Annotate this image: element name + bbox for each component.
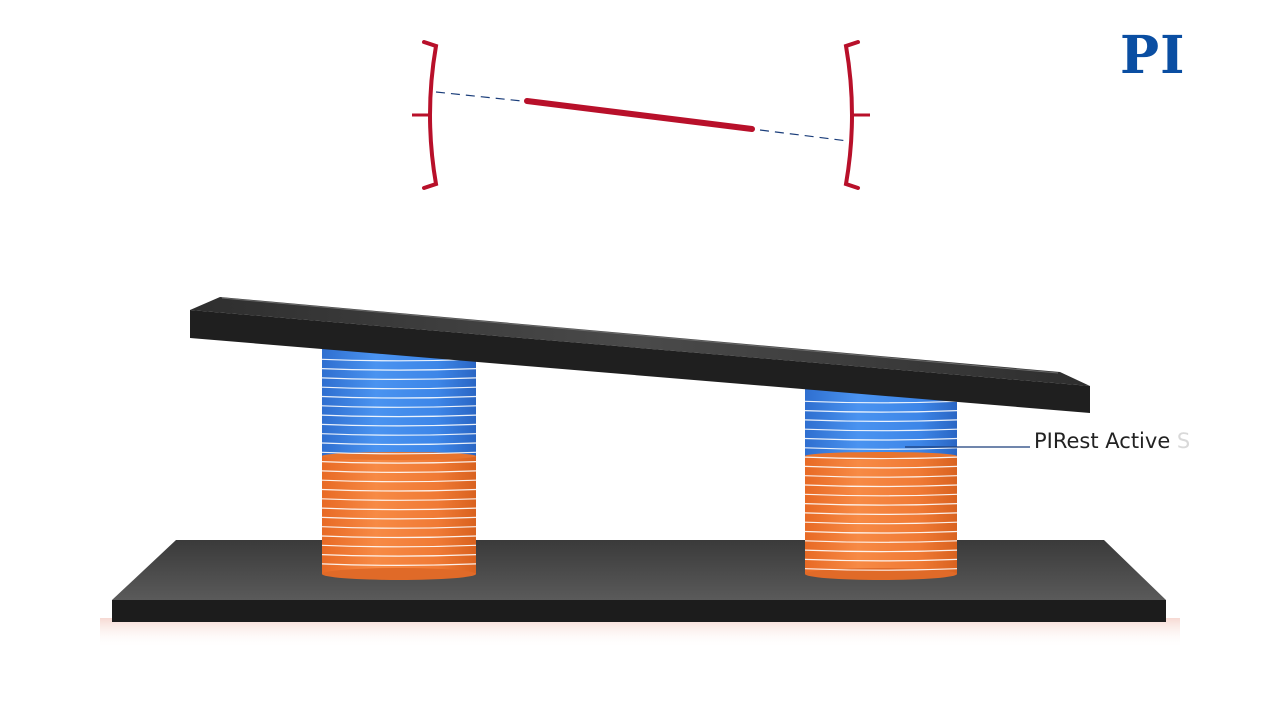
dashed-guide-right	[759, 129, 849, 142]
stack-ring-line	[321, 433, 477, 436]
stack-ring-line	[804, 558, 958, 562]
floor-glow	[100, 618, 1180, 648]
stack-ring-line	[321, 442, 477, 446]
stack-ring-line	[804, 428, 958, 432]
stack-ring-line	[804, 475, 958, 478]
dashed-guide-left	[435, 91, 523, 102]
stack-ring-line	[804, 419, 958, 422]
stack-ring-line	[321, 461, 477, 464]
stack-ring-line	[804, 512, 958, 515]
stack-ring-line	[804, 410, 958, 413]
stack-ring-line	[804, 530, 958, 534]
stack-ring-line	[321, 535, 477, 539]
stack-ring-line	[804, 568, 958, 571]
stack-ring-line	[321, 377, 477, 380]
stack-ring-line	[321, 544, 477, 548]
callout-label-fade: S	[1170, 429, 1191, 453]
stack-ring-line	[321, 423, 477, 427]
stack-ring-line	[321, 498, 477, 501]
stack-ring-line	[321, 368, 477, 371]
stack-ring-line	[321, 386, 477, 390]
stack-ring-line	[321, 470, 477, 473]
stack-ring-line	[804, 493, 958, 497]
stack-ring-line	[804, 456, 958, 460]
stack-ring-line	[321, 526, 477, 529]
stack-ring-line	[321, 563, 477, 566]
actuator-stack-left	[321, 348, 477, 580]
stack-ring-line	[804, 484, 958, 488]
stack-ring-line	[804, 437, 958, 441]
stack-ring-line	[321, 554, 477, 557]
tilt-needle	[524, 98, 755, 132]
stack-ring-line	[804, 540, 958, 543]
callout-label: PIRest Active S	[1034, 429, 1190, 453]
stack-ring-line	[321, 507, 477, 511]
stack-ring-line	[804, 503, 958, 506]
stack-ring-line	[321, 405, 477, 408]
stack-ring-line	[321, 479, 477, 483]
tilted-plate	[190, 297, 1090, 413]
stack-ring-line	[804, 549, 958, 553]
base-plate	[112, 540, 1166, 622]
stack-ring-line	[804, 447, 958, 450]
stack-ring-line	[321, 395, 477, 399]
callout-label-main: PIRest Active	[1034, 429, 1171, 453]
stack-ring-line	[804, 465, 958, 469]
stack-ring-line	[804, 400, 958, 404]
actuator-stack-right	[804, 388, 958, 580]
tilt-indicator-icon	[412, 40, 870, 190]
stack-ring-line	[321, 488, 477, 492]
stack-ring-line	[321, 451, 477, 455]
stack-ring-line	[321, 516, 477, 520]
stack-ring-line	[321, 414, 477, 418]
pi-logo: PI	[1120, 25, 1186, 86]
stack-ring-line	[804, 521, 958, 525]
